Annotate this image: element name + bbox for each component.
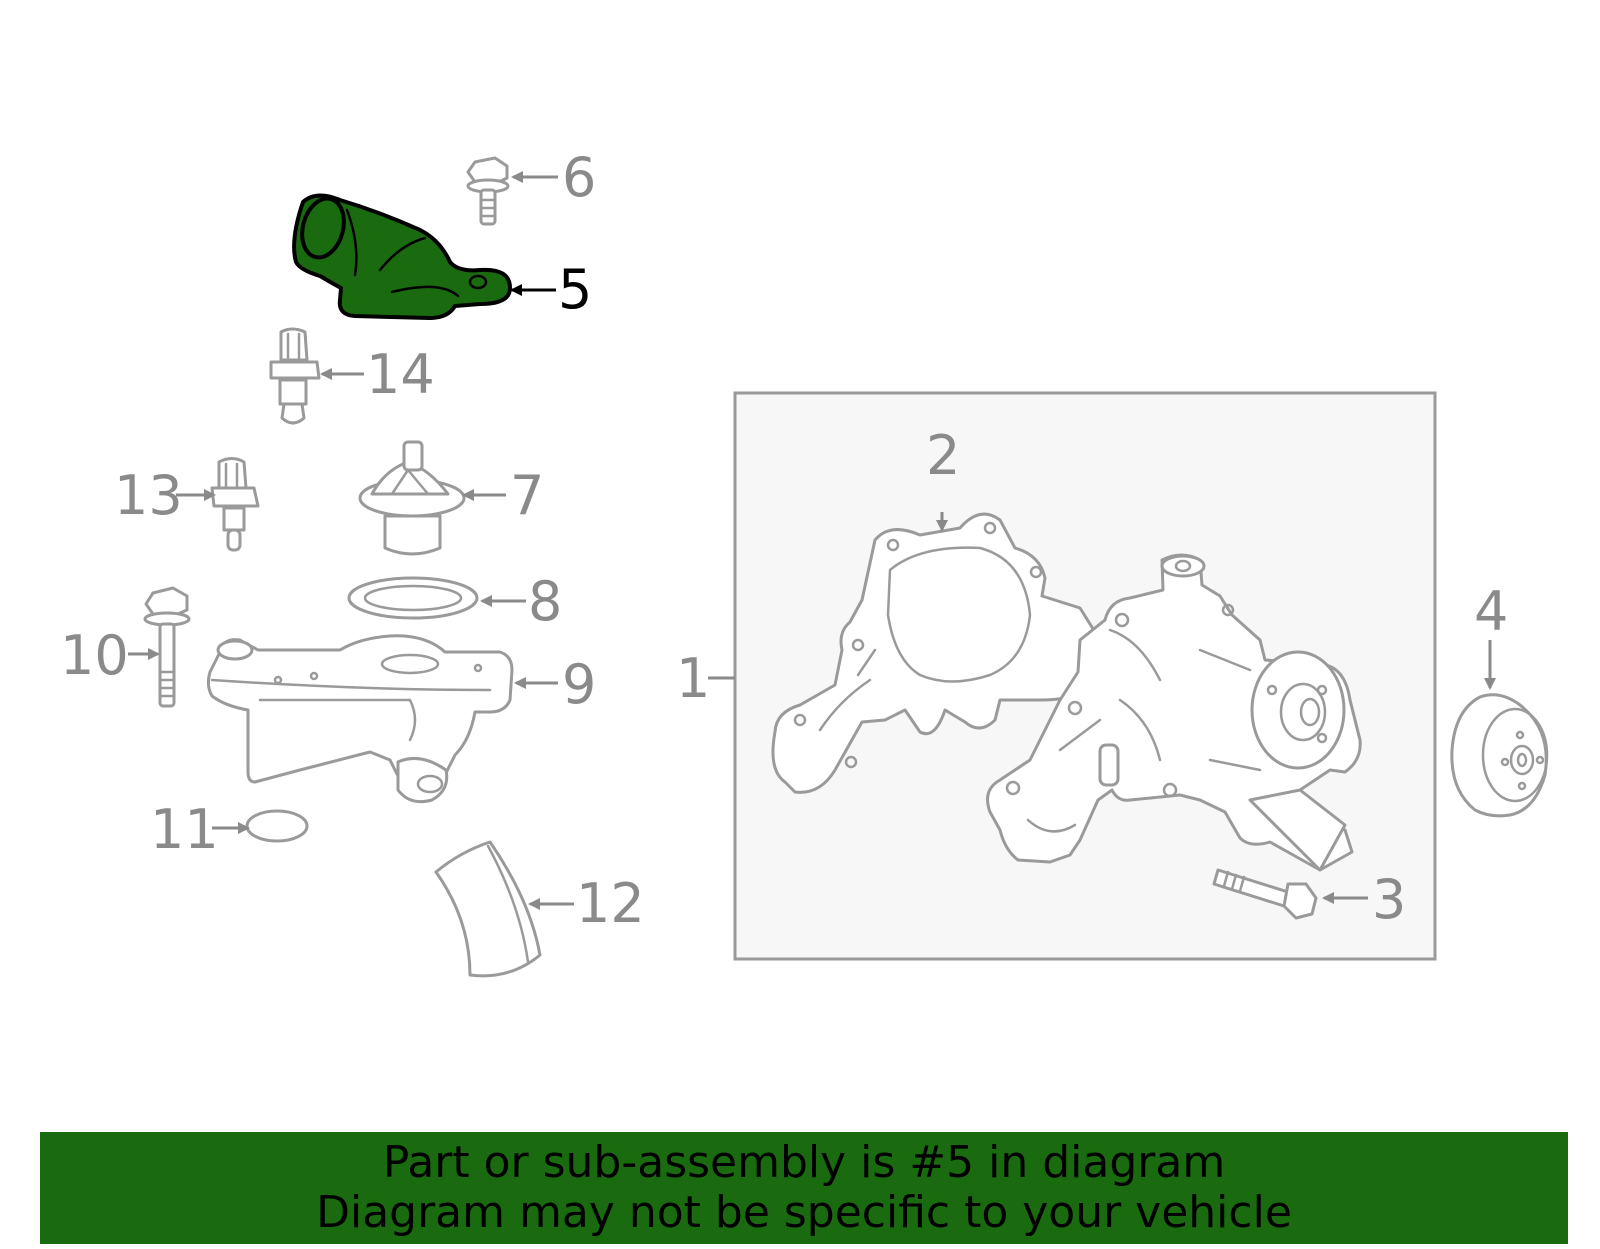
callout-4: 4 (1474, 580, 1508, 643)
parts-diagram: 6 5 14 13 7 8 10 9 11 12 2 1 3 4 (60, 146, 1549, 978)
callout-13: 13 (114, 464, 183, 527)
callout-11: 11 (150, 798, 219, 861)
part-11-o-ring[interactable] (245, 809, 309, 843)
callout-9: 9 (562, 653, 596, 716)
part-10-bolt[interactable] (143, 586, 191, 708)
part-1-water-pump[interactable] (986, 553, 1362, 872)
part-6-bolt[interactable] (466, 156, 510, 226)
part-5-water-outlet[interactable] (292, 193, 512, 320)
callout-7: 7 (510, 464, 544, 527)
part-14-sensor[interactable] (269, 327, 321, 425)
banner-line-1: Part or sub-assembly is #5 in diagram (382, 1137, 1226, 1188)
callout-3: 3 (1372, 868, 1406, 931)
part-8-gasket[interactable] (347, 576, 479, 620)
part-13-sensor[interactable] (210, 457, 260, 552)
callout-2: 2 (926, 424, 960, 487)
callout-12: 12 (576, 872, 645, 935)
part-4-pulley[interactable] (1450, 693, 1549, 818)
callout-6: 6 (562, 146, 596, 209)
part-9-thermostat-housing[interactable] (206, 634, 514, 804)
part-3-bolt[interactable] (1212, 868, 1318, 920)
callout-1: 1 (676, 647, 710, 710)
callout-10: 10 (60, 624, 129, 687)
callout-5: 5 (558, 258, 592, 321)
part-2-gasket[interactable] (771, 512, 1102, 794)
callout-14: 14 (366, 343, 435, 406)
part-12-hose[interactable] (434, 840, 542, 978)
part-7-thermostat[interactable] (358, 440, 466, 556)
banner-line-2: Diagram may not be specific to your vehi… (316, 1187, 1292, 1238)
callout-8: 8 (528, 570, 562, 633)
info-banner: Part or sub-assembly is #5 in diagram Di… (40, 1132, 1568, 1244)
